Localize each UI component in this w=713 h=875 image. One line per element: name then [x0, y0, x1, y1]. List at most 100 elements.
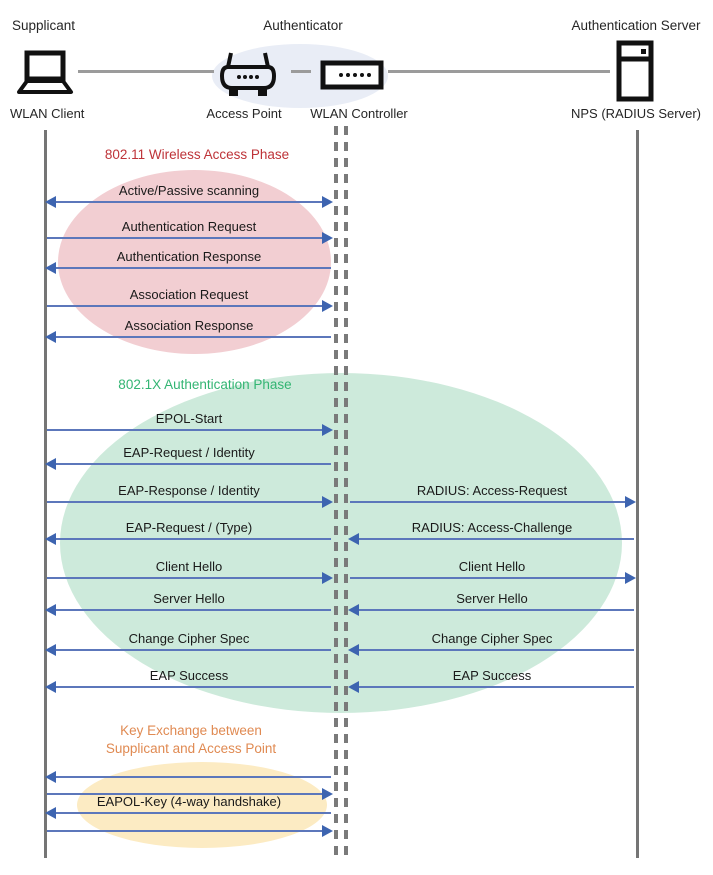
arrowhead-right-icon	[322, 496, 333, 508]
message-line	[350, 501, 634, 503]
arrowhead-left-icon	[348, 644, 359, 656]
message-line	[350, 577, 634, 579]
arrowhead-left-icon	[45, 771, 56, 783]
message-label: EAP Success	[149, 668, 229, 683]
message-label: Active/Passive scanning	[118, 183, 260, 198]
message-label: Server Hello	[153, 591, 225, 606]
role-supplicant: Supplicant	[12, 18, 76, 33]
message-line	[47, 812, 331, 814]
message-arrow-client_controller-11: Change Cipher Spec	[45, 631, 333, 656]
message-line	[47, 649, 331, 651]
message-arrow-client_controller-5: EPOL-Start	[45, 411, 333, 436]
message-line	[47, 830, 331, 832]
message-arrow-controller_server-4: Change Cipher Spec	[348, 631, 636, 656]
role-authenticator: Authenticator	[263, 18, 343, 33]
message-line	[350, 609, 634, 611]
node-label-nps: NPS (RADIUS Server)	[570, 106, 702, 121]
message-label: Change Cipher Spec	[128, 631, 250, 646]
arrowhead-left-icon	[45, 262, 56, 274]
message-label: Client Hello	[155, 559, 223, 574]
server-lifeline	[636, 130, 639, 858]
message-line	[47, 463, 331, 465]
authenticator-lifeline-right	[344, 126, 348, 862]
arrowhead-right-icon	[322, 572, 333, 584]
message-label: EAP-Response / Identity	[118, 483, 260, 498]
message-line	[47, 305, 331, 307]
message-label: Change Cipher Spec	[431, 631, 553, 646]
message-label: Authentication Request	[121, 219, 257, 234]
arrowhead-left-icon	[45, 604, 56, 616]
message-label: Authentication Response	[116, 249, 262, 264]
message-label: EAP-Request / (Type)	[125, 520, 253, 535]
message-line	[47, 609, 331, 611]
message-arrow-controller_server-2: Client Hello	[348, 559, 636, 584]
message-arrow-client_controller-9: Client Hello	[45, 559, 333, 584]
role-authentication-server: Authentication Server	[571, 18, 701, 33]
message-arrow-client_controller-1: Authentication Request	[45, 219, 333, 244]
message-arrow-client_controller-6: EAP-Request / Identity	[45, 445, 333, 470]
wlan-controller-icon	[320, 60, 384, 90]
message-line	[47, 237, 331, 239]
access-point-icon	[219, 52, 277, 96]
arrowhead-right-icon	[322, 232, 333, 244]
client-lifeline	[44, 130, 47, 858]
arrowhead-left-icon	[348, 681, 359, 693]
message-arrow-client_controller-0: Active/Passive scanning	[45, 183, 333, 208]
message-arrow-controller_server-5: EAP Success	[348, 668, 636, 693]
message-label: RADIUS: Access-Request	[416, 483, 568, 498]
phase-title-key-exchange-line1: Key Exchange between	[120, 723, 262, 738]
message-label: Association Response	[124, 318, 254, 333]
server-icon	[616, 40, 654, 102]
message-label: EAPOL-Key (4-way handshake)	[96, 794, 282, 809]
message-arrow-client_controller-4: Association Response	[45, 318, 333, 343]
message-line	[47, 776, 331, 778]
arrowhead-left-icon	[45, 681, 56, 693]
message-line	[47, 336, 331, 338]
message-arrow-client_controller-10: Server Hello	[45, 591, 333, 616]
message-label: Association Request	[129, 287, 249, 302]
arrowhead-right-icon	[625, 496, 636, 508]
message-line	[47, 429, 331, 431]
connector-ap-controller	[291, 70, 311, 73]
arrowhead-left-icon	[45, 196, 56, 208]
message-arrow-client_controller-15: EAPOL-Key (4-way handshake)	[45, 794, 333, 819]
message-arrow-controller_server-1: RADIUS: Access-Challenge	[348, 520, 636, 545]
phase-title-wireless-access: 802.11 Wireless Access Phase	[104, 147, 290, 162]
node-label-wlan-controller: WLAN Controller	[310, 106, 408, 121]
phase-title-authentication: 802.1X Authentication Phase	[118, 377, 292, 392]
arrowhead-left-icon	[348, 533, 359, 545]
arrowhead-left-icon	[348, 604, 359, 616]
phase-title-key-exchange: Key Exchange between Supplicant and Acce…	[61, 722, 321, 758]
arrowhead-left-icon	[45, 458, 56, 470]
message-label: EAP-Request / Identity	[123, 445, 255, 460]
arrowhead-right-icon	[322, 788, 333, 800]
message-line	[47, 577, 331, 579]
message-label: RADIUS: Access-Challenge	[411, 520, 573, 535]
node-label-access-point: Access Point	[206, 106, 282, 121]
node-label-wlan-client: WLAN Client	[10, 106, 85, 121]
message-arrow-client_controller-12: EAP Success	[45, 668, 333, 693]
message-line	[350, 686, 634, 688]
message-arrow-controller_server-3: Server Hello	[348, 591, 636, 616]
message-arrow-client_controller-14	[45, 788, 333, 800]
arrowhead-right-icon	[322, 424, 333, 436]
message-arrow-client_controller-3: Association Request	[45, 287, 333, 312]
arrowhead-left-icon	[45, 644, 56, 656]
message-line	[47, 686, 331, 688]
message-line	[350, 538, 634, 540]
connector-client-ap	[78, 70, 214, 73]
message-line	[47, 501, 331, 503]
message-line	[47, 267, 331, 269]
message-line	[350, 649, 634, 651]
arrowhead-right-icon	[625, 572, 636, 584]
phase-title-key-exchange-line2: Supplicant and Access Point	[105, 741, 277, 756]
message-line	[47, 538, 331, 540]
authenticator-lifeline-left	[334, 126, 338, 862]
laptop-icon	[17, 50, 73, 94]
message-line	[47, 201, 331, 203]
arrowhead-right-icon	[322, 825, 333, 837]
message-label: Client Hello	[458, 559, 526, 574]
message-arrow-client_controller-7: EAP-Response / Identity	[45, 483, 333, 508]
message-arrow-client_controller-8: EAP-Request / (Type)	[45, 520, 333, 545]
